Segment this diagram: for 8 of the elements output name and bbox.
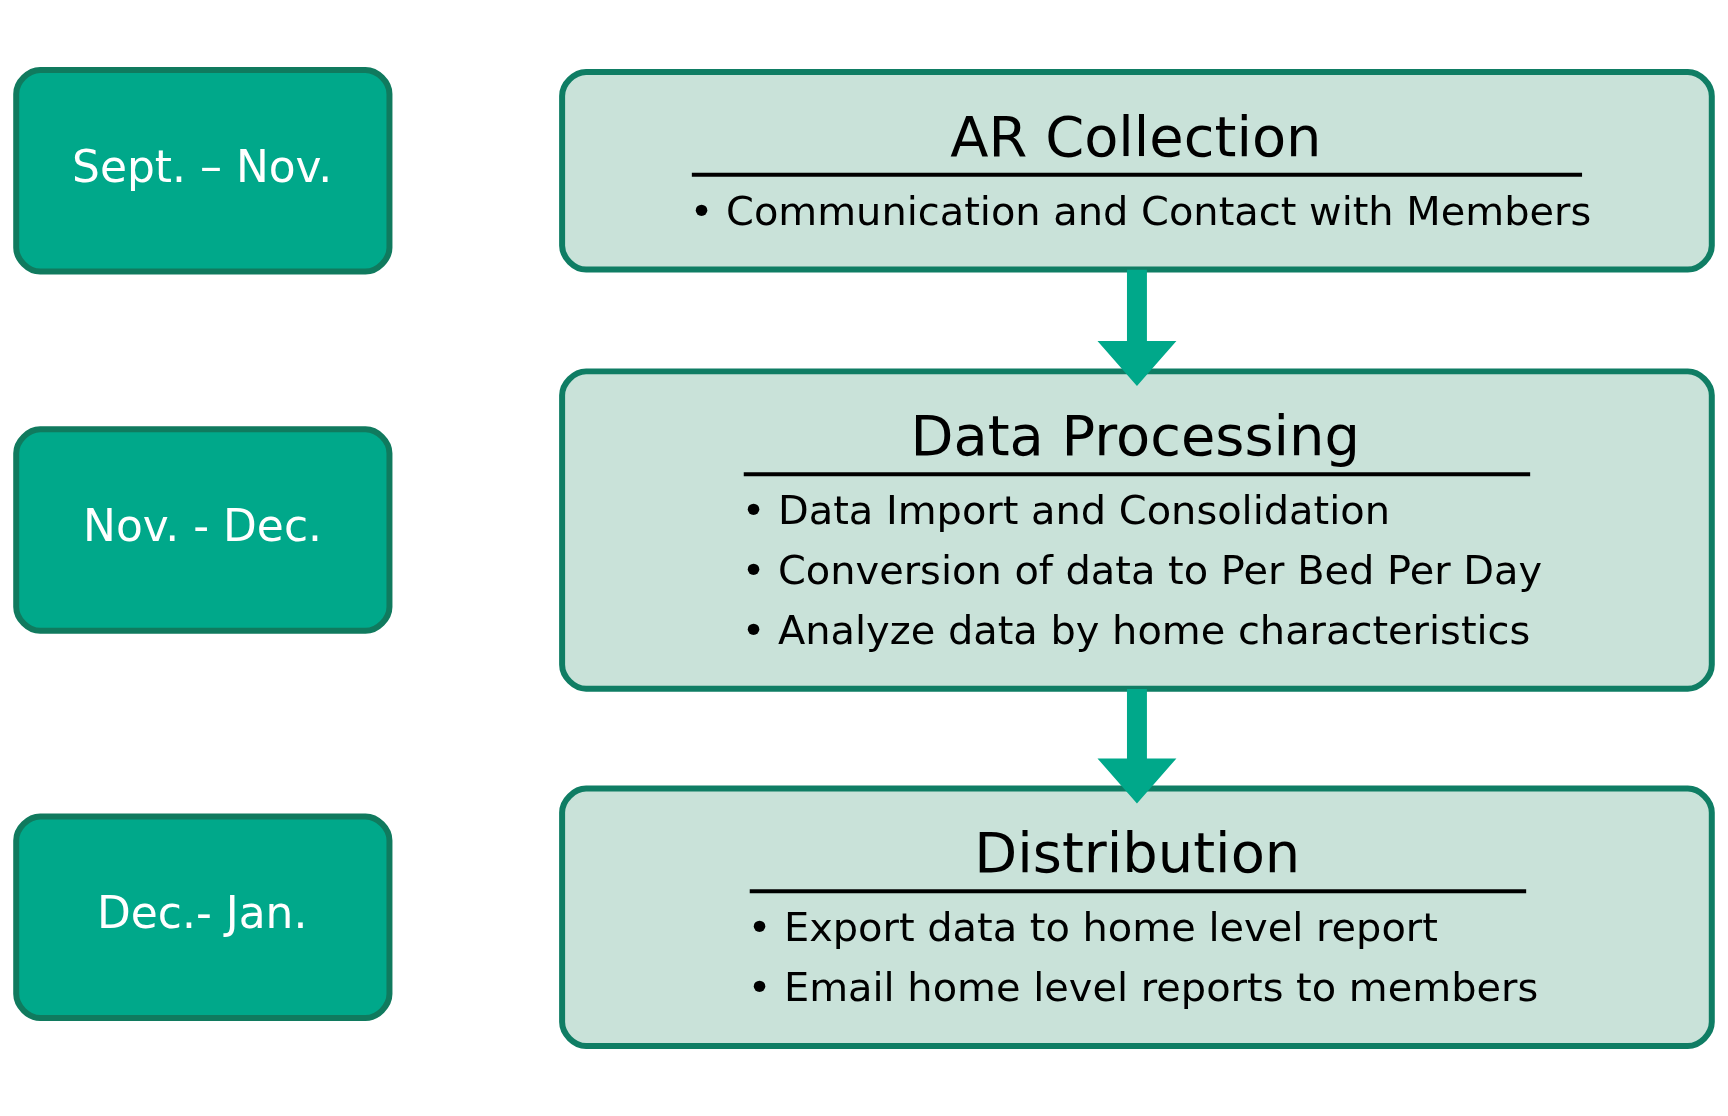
node-box: Nov. - Dec. — [13, 426, 393, 634]
arrow — [1097, 689, 1177, 804]
node-box: AR Collection • Communication and Contact with Members — [559, 69, 1715, 273]
node-box: Data Processing • Data Import and Consolidation • Conversion of data to Per Bed Per Day • Analyze data by home characteristics — [559, 368, 1715, 692]
arrow — [1097, 269, 1177, 387]
node-box: Sept. – Nov. — [13, 67, 393, 275]
node-box: Dec.- Jan. — [13, 813, 393, 1022]
node-box: Distribution • Export data to home level report • Email home level reports to members — [559, 785, 1715, 1049]
